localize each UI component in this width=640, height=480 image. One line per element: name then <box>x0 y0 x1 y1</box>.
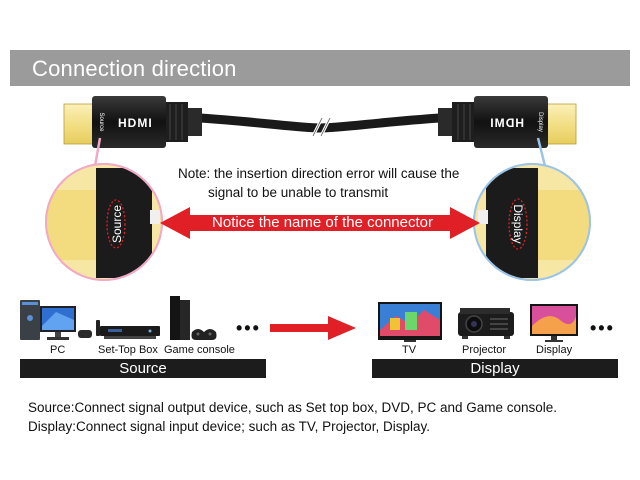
more-source-devices: ••• <box>236 318 261 338</box>
hdmi-cable <box>199 113 441 137</box>
left-hdmi-connector: HDMI Source <box>63 96 202 148</box>
right-hdmi-logo: HDMI <box>489 116 524 130</box>
game-console-icon <box>170 296 217 340</box>
notice-arrow <box>160 207 480 239</box>
right-zoom-label: Display <box>511 204 525 243</box>
direction-arrow <box>270 316 356 340</box>
device-label-set-top-box: Set-Top Box <box>98 344 158 356</box>
header-band: Connection direction <box>10 50 630 86</box>
right-hdmi-connector: HDMI Display <box>438 96 577 148</box>
monitor-icon <box>530 304 578 342</box>
display-section-bar: Display <box>372 359 618 378</box>
description: Source:Connect signal output device, suc… <box>28 398 628 436</box>
device-label-game-console: Game console <box>164 344 235 356</box>
note-line-1: Note: the insertion direction error will… <box>178 166 460 181</box>
left-zoom-label: Source <box>110 205 124 243</box>
right-connector-tag: Display <box>537 112 543 132</box>
right-zoom-circle: Display <box>473 163 591 281</box>
description-display: Display:Connect signal input device; suc… <box>28 419 430 434</box>
pc-icon <box>20 300 92 340</box>
more-display-devices: ••• <box>590 318 615 338</box>
device-label-display: Display <box>536 344 573 356</box>
note-line-2: signal to be unable to transmit <box>208 185 389 200</box>
right-callout-line <box>536 137 547 167</box>
device-label-pc: PC <box>50 344 66 356</box>
left-zoom-circle: Source <box>45 163 163 281</box>
device-label-tv: TV <box>402 344 417 356</box>
set-top-box-icon <box>96 320 160 339</box>
projector-icon <box>458 308 514 339</box>
page-title: Connection direction <box>32 56 237 81</box>
left-hdmi-logo: HDMI <box>118 116 153 130</box>
left-callout-line <box>93 137 102 167</box>
description-source: Source:Connect signal output device, suc… <box>28 400 558 415</box>
notice-label: Notice the name of the connector <box>212 214 433 231</box>
left-connector-tag: Source <box>98 112 104 132</box>
device-label-projector: Projector <box>462 344 507 356</box>
tv-icon <box>378 302 442 342</box>
insertion-note: Note: the insertion direction error will… <box>178 164 468 202</box>
source-section-bar: Source <box>20 359 266 378</box>
